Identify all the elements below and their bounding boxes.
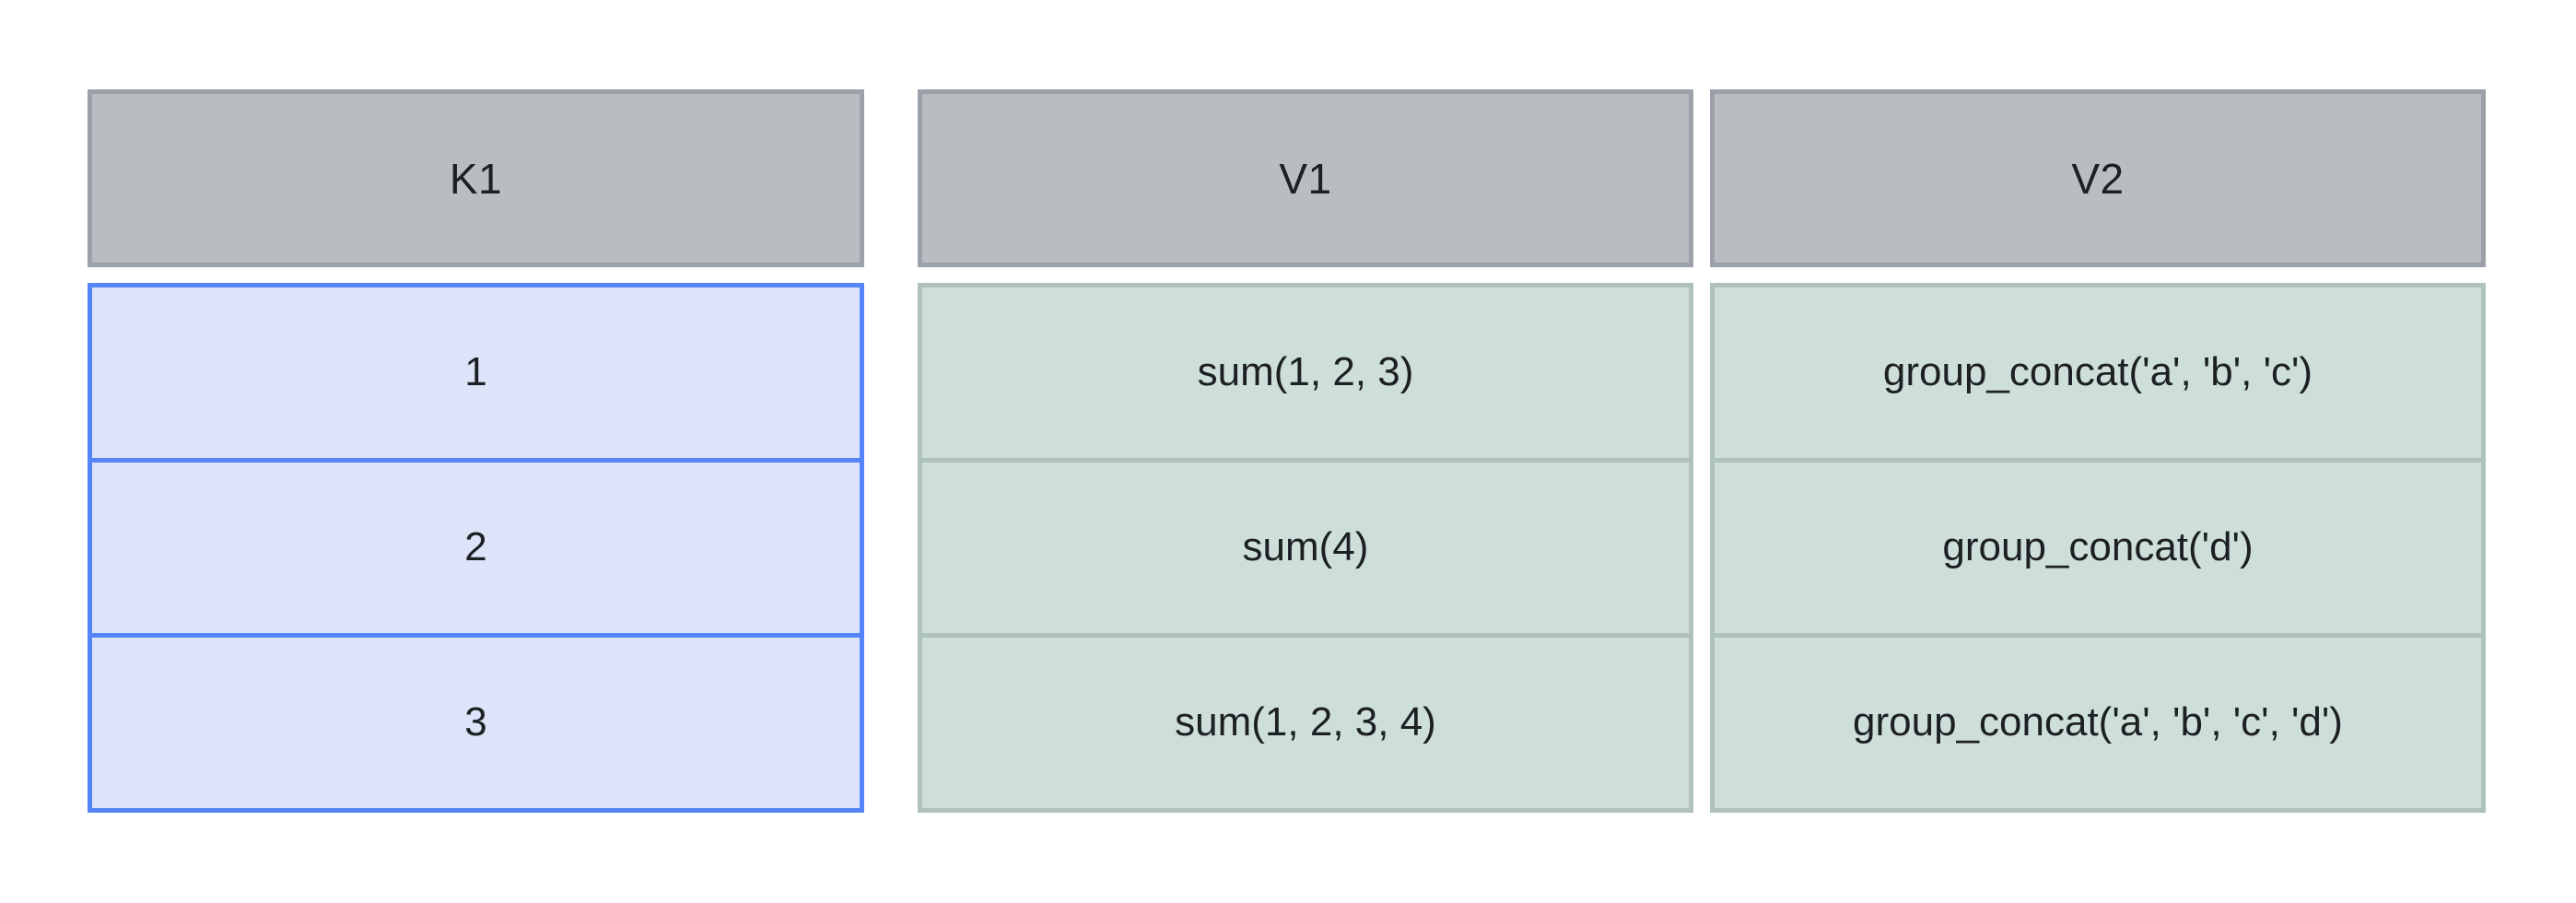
column-header-k1: K1 [88, 89, 864, 267]
column-header-v2: V2 [1710, 89, 2486, 267]
header-body-gap-v2 [1710, 267, 2486, 283]
table-row-3-cell-v1: sum(1, 2, 3, 4) [922, 633, 1689, 808]
column-gap-2 [1693, 89, 1710, 267]
column-gap-1 [864, 89, 918, 267]
table-row-1-cell-v2: group_concat('a', 'b', 'c') [1882, 349, 2313, 395]
column-header-v1: V1 [918, 89, 1693, 267]
header-body-gap-2 [1693, 267, 1710, 283]
column-body-v2: group_concat('a', 'b', 'c') group_concat… [1710, 283, 2486, 813]
table-row-1-cell-k1: 1 [464, 349, 487, 395]
column-body-k1: 1 2 3 [88, 283, 864, 813]
header-body-gap-v1 [918, 267, 1693, 283]
body-gap-1 [864, 283, 918, 813]
header-body-gap-1 [864, 267, 918, 283]
table-row-1-cell-v1: sum(1, 2, 3) [1197, 349, 1414, 395]
table-row-2-cell-v1: sum(4) [922, 458, 1689, 633]
table-row-3-cell-v2: group_concat('a', 'b', 'c', 'd') [1715, 633, 2481, 808]
aggregate-table: K1 V1 V2 1 2 3 sum(1, 2, 3) sum(4) sum(1… [88, 89, 2486, 813]
body-gap-2 [1693, 283, 1710, 813]
column-body-v1: sum(1, 2, 3) sum(4) sum(1, 2, 3, 4) [918, 283, 1693, 813]
table-row-3-cell-k1: 3 [92, 633, 860, 808]
header-body-gap-k1 [88, 267, 864, 283]
table-row-2-cell-k1: 2 [92, 458, 860, 633]
table-row-2-cell-v2: group_concat('d') [1715, 458, 2481, 633]
